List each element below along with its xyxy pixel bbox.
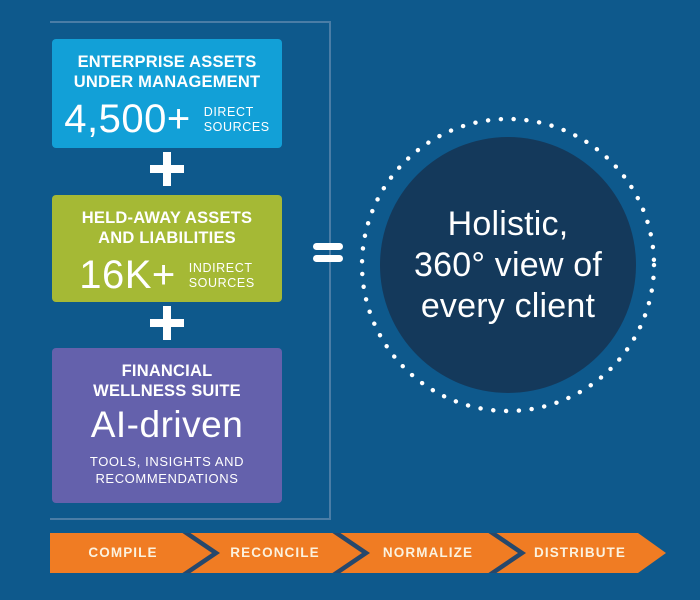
equals-bar <box>313 255 343 262</box>
enterprise-metric-label: DIRECT SOURCES <box>204 105 270 135</box>
enterprise-metric-row: 4,500+ DIRECT SOURCES <box>52 97 282 142</box>
equals-bar <box>313 243 343 250</box>
enterprise-assets-title: ENTERPRISE ASSETS UNDER MANAGEMENT <box>52 52 282 92</box>
flow-step-compile: COMPILE <box>88 545 158 560</box>
plus-icon <box>150 306 184 340</box>
title-line: UNDER MANAGEMENT <box>73 73 261 91</box>
heldaway-metric-value: 16K+ <box>79 253 176 297</box>
flow-step-distribute: DISTRIBUTE <box>534 545 626 560</box>
grouping-bracket <box>50 21 331 520</box>
flow-chevron-separator <box>332 533 371 573</box>
plus-bar-vertical <box>163 152 171 186</box>
plus-icon <box>150 152 184 186</box>
heldaway-metric-label: INDIRECT SOURCES <box>189 261 255 291</box>
heldaway-assets-box: HELD-AWAY ASSETS AND LIABILITIES 16K+ IN… <box>52 195 282 302</box>
wellness-metric-label: TOOLS, INSIGHTS AND RECOMMENDATIONS <box>52 453 282 487</box>
label-line: RECOMMENDATIONS <box>95 471 239 486</box>
label-line: TOOLS, INSIGHTS AND <box>89 454 245 469</box>
result-line: Holistic, <box>447 204 569 243</box>
enterprise-assets-box: ENTERPRISE ASSETS UNDER MANAGEMENT 4,500… <box>52 39 282 148</box>
label-line: DIRECT <box>203 104 254 119</box>
title-line: WELLNESS SUITE <box>93 382 241 400</box>
heldaway-assets-title: HELD-AWAY ASSETS AND LIABILITIES <box>52 208 282 248</box>
wellness-metric-value: AI-driven <box>90 404 244 445</box>
plus-bar-vertical <box>163 306 171 340</box>
result-text: Holistic, 360° view of every client <box>414 204 602 327</box>
dotted-ring-icon <box>359 116 657 414</box>
title-line: AND LIABILITIES <box>98 229 236 247</box>
title-line: FINANCIAL <box>121 362 213 380</box>
label-line: INDIRECT <box>188 260 253 275</box>
flow-step-normalize: NORMALIZE <box>382 545 474 560</box>
flow-chevron-separator <box>488 533 527 573</box>
label-line: SOURCES <box>203 119 270 134</box>
flow-step-reconcile: RECONCILE <box>230 545 320 560</box>
heldaway-metric-row: 16K+ INDIRECT SOURCES <box>52 253 282 298</box>
result-line: 360° view of <box>414 245 602 284</box>
title-line: ENTERPRISE ASSETS <box>77 53 257 71</box>
equals-icon <box>313 243 343 262</box>
flow-chevron-separator <box>182 533 221 573</box>
result-circle: Holistic, 360° view of every client <box>380 137 636 393</box>
financial-wellness-title: FINANCIAL WELLNESS SUITE <box>52 361 282 401</box>
financial-wellness-box: FINANCIAL WELLNESS SUITE AI-driven TOOLS… <box>52 348 282 503</box>
enterprise-metric-value: 4,500+ <box>64 97 191 141</box>
label-line: SOURCES <box>188 275 255 290</box>
result-line: every client <box>420 286 596 325</box>
process-arrow-band <box>50 533 666 573</box>
title-line: HELD-AWAY ASSETS <box>81 209 253 227</box>
